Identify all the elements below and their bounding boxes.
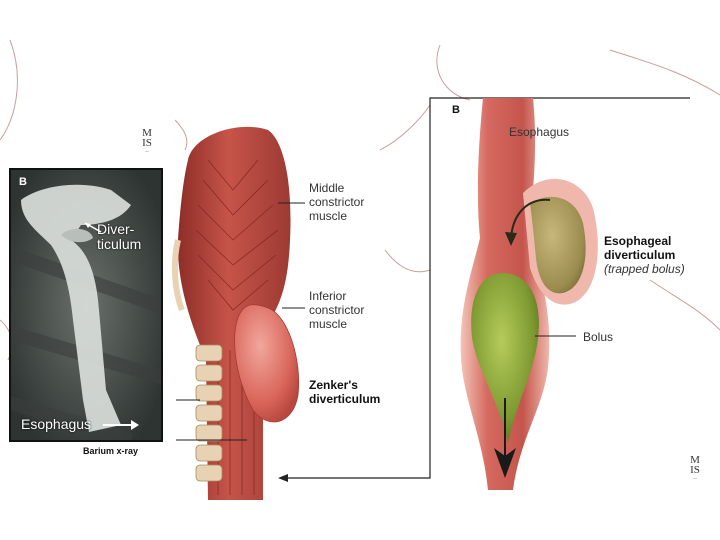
xray-arrow-esophagus	[103, 420, 139, 430]
pharynx-muscle-illustration	[171, 126, 300, 500]
xray-panel-letter: B	[19, 176, 27, 188]
inset-panel-letter: B	[452, 104, 460, 116]
mis-logo: M IS —	[690, 454, 700, 481]
xray-caption: Barium x-ray	[83, 446, 139, 456]
xray-image	[11, 170, 161, 440]
label-esophageal-diverticulum: Esophageal diverticulum (trapped bolus)	[604, 234, 685, 276]
label-esophagus: Esophagus	[509, 125, 570, 139]
label-middle-constrictor: Middle constrictor muscle	[309, 181, 365, 223]
label-zenkers-diverticulum: Zenker's diverticulum	[309, 378, 381, 406]
xray-panel: B Diver- ticulum Esophagus	[9, 168, 163, 442]
xray-label-diverticulum: Diver- ticulum	[97, 221, 142, 252]
label-bolus: Bolus	[583, 330, 614, 344]
esophagus-illustration	[460, 98, 598, 490]
xray-label-esophagus: Esophagus	[21, 416, 92, 432]
mis-logo: M IS —	[142, 127, 152, 154]
label-inferior-constrictor: Inferior constrictor muscle	[309, 289, 365, 331]
xray-arrow-diverticulum	[84, 222, 102, 233]
